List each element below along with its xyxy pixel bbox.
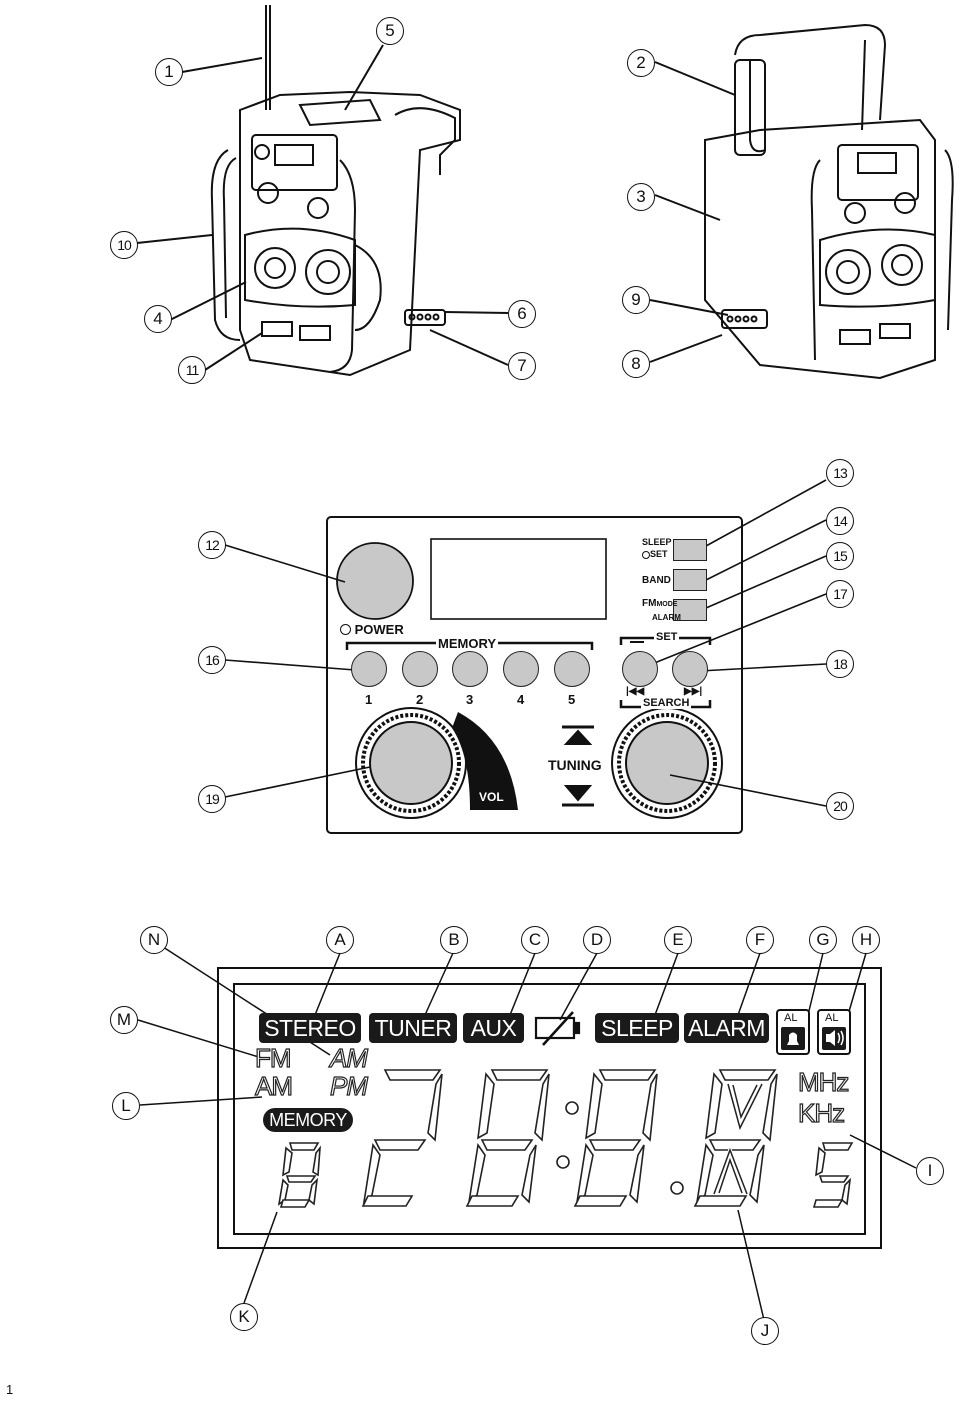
sleep-label: SLEEP	[642, 537, 672, 547]
sleep-set-button[interactable]	[673, 539, 707, 561]
callout-H: H	[852, 926, 880, 954]
vol-label: VOL	[479, 790, 504, 804]
callout-18: 18	[826, 650, 854, 678]
mode-text: MODE	[656, 601, 678, 608]
tuner-indicator: TUNER	[369, 1013, 457, 1043]
memory-number-5: 5	[568, 692, 576, 707]
band-label: BAND	[642, 575, 671, 586]
callout-N: N	[140, 926, 168, 954]
fm-mode-label: FMMODE	[642, 598, 677, 609]
alarm-indicator: ALARM	[684, 1013, 769, 1043]
callout-1: 1	[155, 58, 183, 86]
callout-G: G	[809, 926, 837, 954]
callout-C: C	[521, 926, 549, 954]
callout-F: F	[746, 926, 774, 954]
band-button[interactable]	[673, 569, 707, 591]
set-minus-button[interactable]	[622, 651, 658, 687]
callout-J: J	[751, 1317, 779, 1345]
sleep-indicator: SLEEP	[595, 1013, 679, 1043]
alarm-small-label: ALARM	[652, 613, 681, 622]
memory-number-1: 1	[365, 692, 373, 707]
callout-I: I	[916, 1157, 944, 1185]
callout-E: E	[664, 926, 692, 954]
memory-button-4[interactable]	[503, 651, 539, 687]
memory-number-2: 2	[416, 692, 424, 707]
fm-indicator: FM	[254, 1042, 292, 1073]
callout-2: 2	[627, 49, 655, 77]
callout-15: 15	[826, 542, 854, 570]
callout-19: 19	[198, 785, 226, 813]
callout-11: 11	[178, 356, 206, 384]
callout-D: D	[583, 926, 611, 954]
memory-number-3: 3	[466, 692, 474, 707]
set-plus-button[interactable]	[672, 651, 708, 687]
callout-K: K	[230, 1303, 258, 1331]
callout-20: 20	[826, 792, 854, 820]
callout-13: 13	[826, 459, 854, 487]
page-number: 1	[6, 1382, 14, 1397]
al-label-1: AL	[784, 1012, 798, 1024]
memory-number-4: 4	[517, 692, 525, 707]
stereo-indicator: STEREO	[259, 1013, 361, 1043]
callout-9: 9	[622, 286, 650, 314]
callout-B: B	[440, 926, 468, 954]
power-icon	[340, 624, 351, 635]
fm-text: FM	[642, 598, 657, 609]
tuning-label: TUNING	[548, 757, 602, 773]
memory-label: MEMORY	[436, 636, 499, 651]
search-label: SEARCH	[641, 697, 692, 709]
al-label-2: AL	[825, 1012, 839, 1024]
callout-14: 14	[826, 507, 854, 535]
pm-time-indicator: PM	[329, 1070, 368, 1101]
minus-indicator	[630, 641, 644, 643]
callout-16: 16	[198, 646, 226, 674]
power-label: POWER	[340, 622, 404, 637]
callout-M: M	[110, 1006, 138, 1034]
khz-indicator: KHz	[797, 1097, 845, 1128]
control-panel-drawing	[224, 479, 827, 834]
callout-A: A	[326, 926, 354, 954]
mhz-indicator: MHz	[797, 1066, 850, 1097]
callout-7: 7	[508, 352, 536, 380]
am-time-indicator: AM	[329, 1042, 368, 1073]
callout-6: 6	[508, 300, 536, 328]
clock-icon	[642, 550, 650, 559]
callout-3: 3	[627, 183, 655, 211]
am-band-indicator: AM	[254, 1070, 293, 1101]
prev-icon: |◀◀	[626, 686, 645, 697]
memory-button-3[interactable]	[452, 651, 488, 687]
set-label: SET	[654, 631, 680, 643]
memory-button-5[interactable]	[554, 651, 590, 687]
callout-17: 17	[826, 580, 854, 608]
callout-4: 4	[144, 305, 172, 333]
power-text: POWER	[354, 622, 404, 637]
aux-indicator: AUX	[463, 1013, 524, 1043]
memory-indicator: MEMORY	[263, 1108, 353, 1132]
set-small-label: SET	[642, 549, 668, 559]
callout-L: L	[112, 1092, 140, 1120]
set-small-text: SET	[650, 549, 668, 559]
radio-illustrations	[136, 5, 954, 380]
callout-10: 10	[110, 231, 138, 259]
memory-button-2[interactable]	[402, 651, 438, 687]
callout-8: 8	[622, 350, 650, 378]
callout-5: 5	[376, 17, 404, 45]
next-icon: ▶▶|	[684, 686, 703, 697]
callout-12: 12	[198, 531, 226, 559]
fm-mode-alarm-button[interactable]	[673, 599, 707, 621]
memory-button-1[interactable]	[351, 651, 387, 687]
